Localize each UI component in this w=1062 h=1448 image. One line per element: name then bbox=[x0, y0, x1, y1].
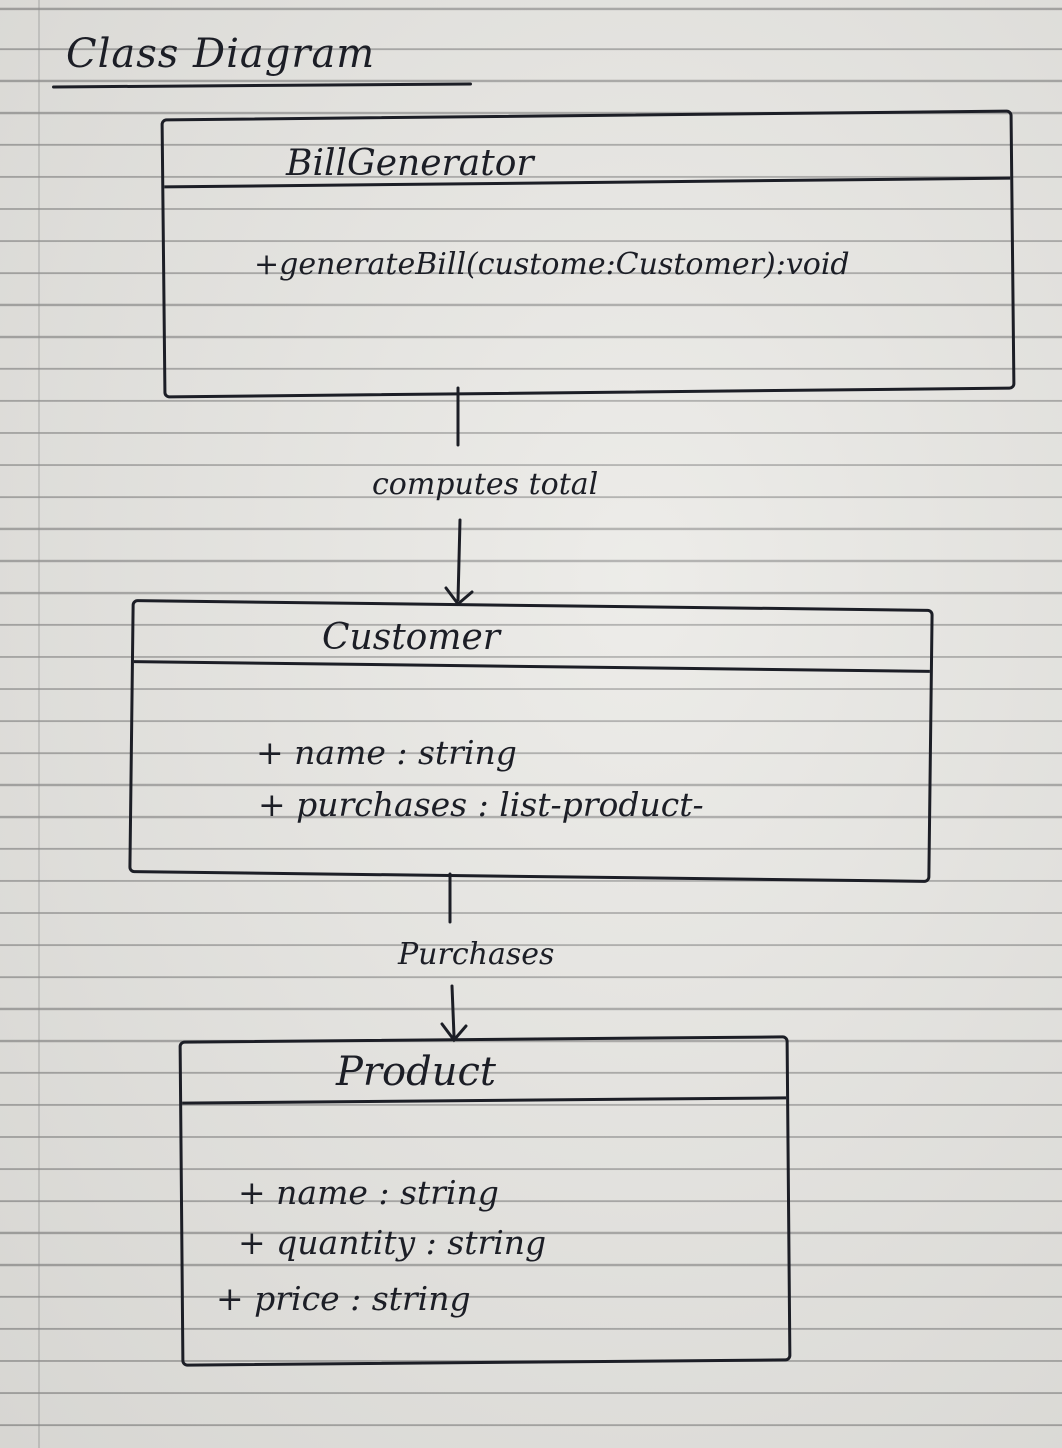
computes-total-arrowhead bbox=[444, 586, 474, 607]
product-attribute-price: + price : string bbox=[216, 1279, 471, 1318]
product-attribute-name: + name : string bbox=[238, 1173, 499, 1212]
customer-attribute-name: + name : string bbox=[256, 733, 517, 772]
bill-generator-class-name: BillGenerator bbox=[286, 143, 534, 184]
purchases-label: Purchases bbox=[398, 937, 555, 972]
computes-total-line bbox=[456, 386, 462, 602]
diagram-title: Class Diagram bbox=[66, 31, 376, 77]
purchases-arrowhead bbox=[440, 1022, 468, 1043]
product-class-name: Product bbox=[336, 1049, 496, 1095]
customer-attribute-purchases: + purchases : list-product- bbox=[258, 785, 704, 824]
computes-total-label: computes total bbox=[372, 467, 599, 502]
bill-generator-method: +generateBill(custome:Customer):void bbox=[254, 247, 850, 282]
customer-class-name: Customer bbox=[322, 617, 500, 658]
product-attribute-quantity: + quantity : string bbox=[238, 1223, 547, 1262]
purchases-line bbox=[448, 872, 456, 1038]
page-margin-line bbox=[38, 0, 40, 1448]
